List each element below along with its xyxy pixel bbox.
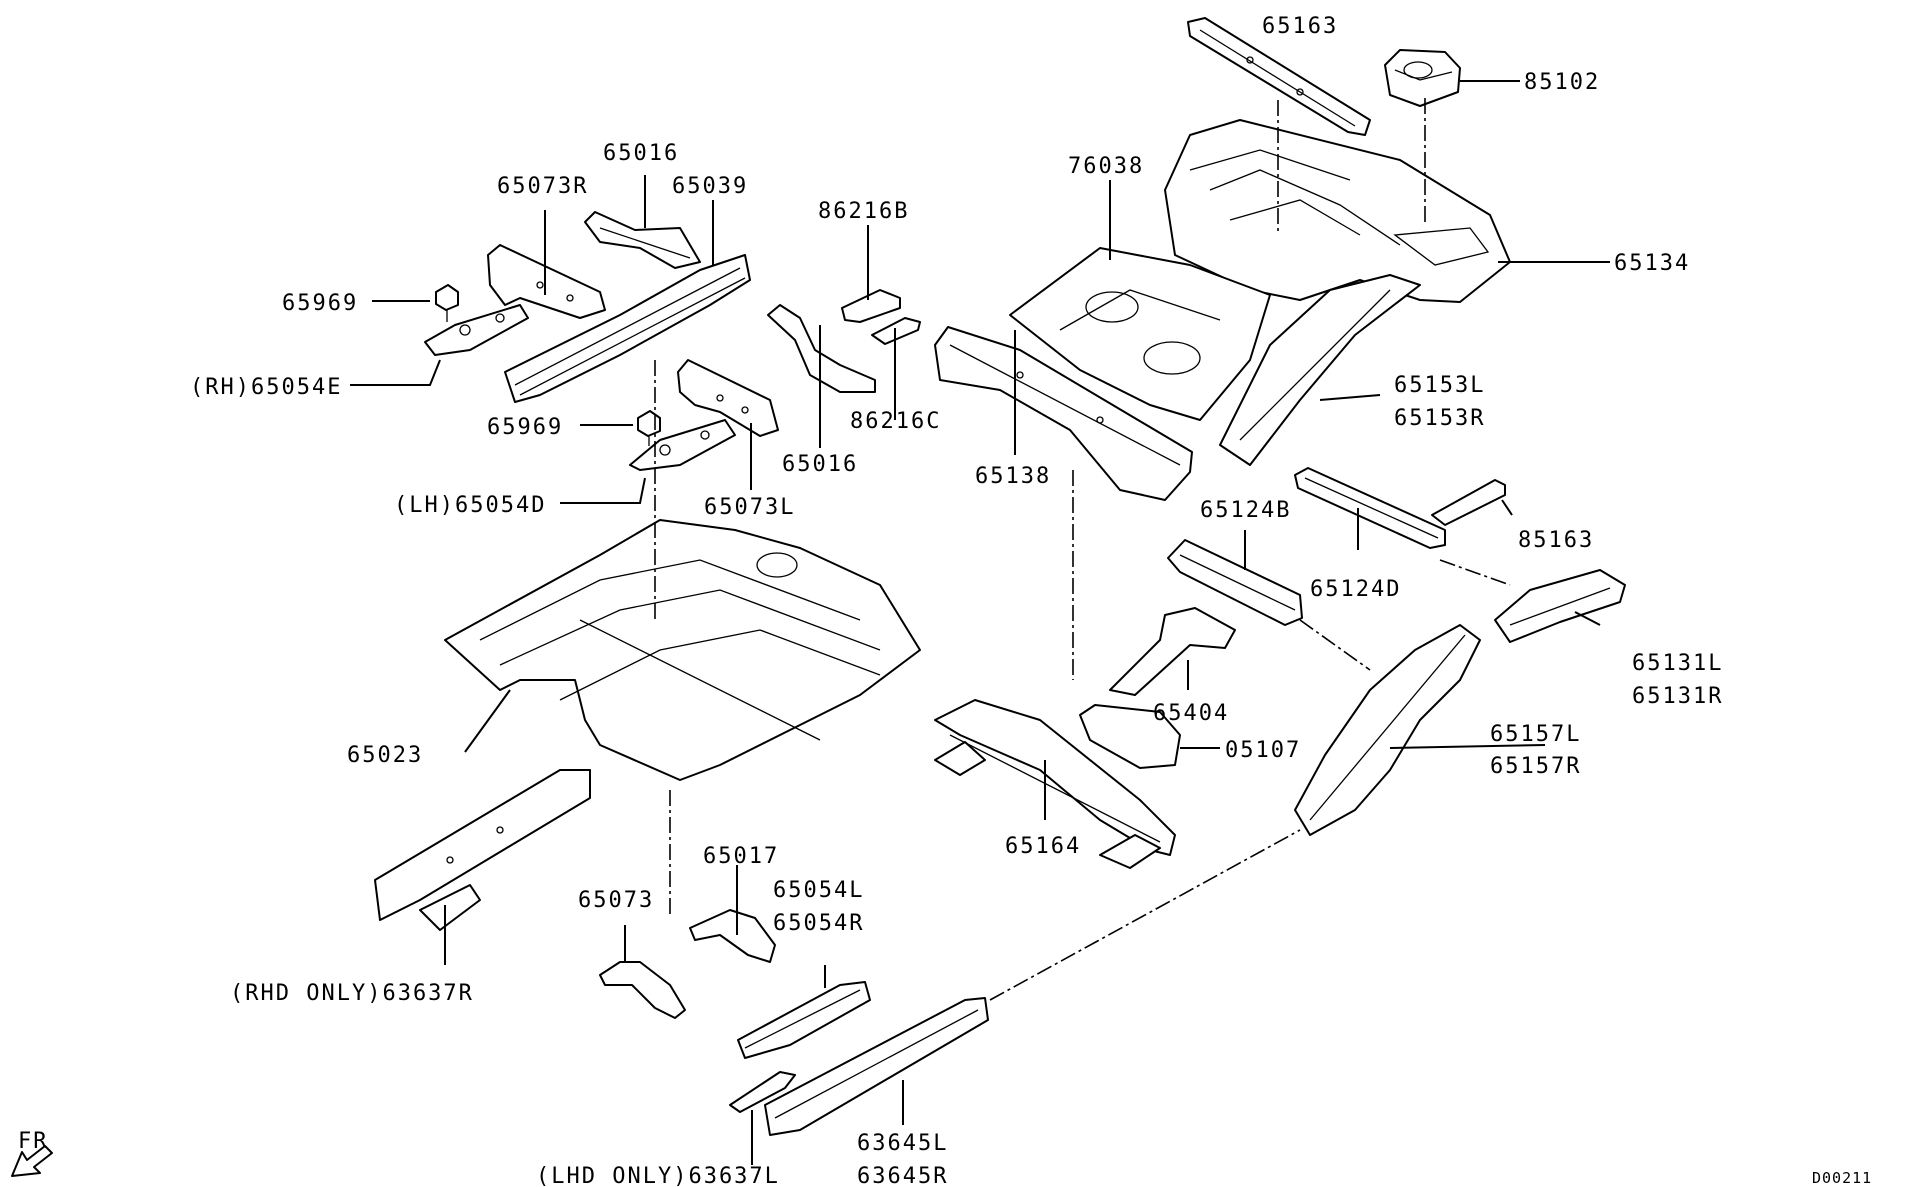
label-65054E: (RH)65054E xyxy=(190,375,342,400)
label-65073R: 65073R xyxy=(497,174,588,199)
label-65163: 65163 xyxy=(1262,14,1338,39)
label-65131R: 65131R xyxy=(1632,684,1723,709)
part-65131[interactable] xyxy=(1494,569,1626,643)
label-65153L: 65153L xyxy=(1394,373,1485,398)
part-65073R[interactable] xyxy=(487,244,606,319)
alignment-line-6 xyxy=(989,829,1301,1001)
alignment-line-4 xyxy=(1439,559,1511,586)
part-65124B[interactable] xyxy=(1167,539,1303,626)
part-85163[interactable] xyxy=(1431,479,1506,526)
label-65016-mid: 65016 xyxy=(782,452,858,477)
label-65131L: 65131L xyxy=(1632,651,1723,676)
diagram-code: D00211 xyxy=(1812,1169,1872,1187)
alignment-line-5 xyxy=(1299,619,1371,671)
part-65073[interactable] xyxy=(599,961,686,1019)
part-65039[interactable] xyxy=(504,254,751,403)
label-65054D: (LH)65054D xyxy=(394,493,546,518)
part-65164[interactable] xyxy=(934,699,1176,869)
label-65404: 65404 xyxy=(1153,701,1229,726)
label-65134: 65134 xyxy=(1614,251,1690,276)
leader-lines xyxy=(350,80,1610,1165)
part-65023[interactable] xyxy=(444,519,921,781)
part-63637L[interactable] xyxy=(729,1071,796,1113)
part-65153[interactable] xyxy=(1219,274,1421,466)
label-65164: 65164 xyxy=(1005,834,1081,859)
part-86216B[interactable] xyxy=(841,289,901,323)
label-65054L: 65054L xyxy=(773,878,864,903)
part-65969-top[interactable] xyxy=(435,284,459,322)
label-86216B: 86216B xyxy=(818,199,909,224)
label-65157L: 65157L xyxy=(1490,722,1581,747)
label-65073: 65073 xyxy=(578,888,654,913)
part-63637R[interactable] xyxy=(374,769,591,931)
label-65023: 65023 xyxy=(347,743,423,768)
part-65017[interactable] xyxy=(689,909,776,963)
label-63645R: 63645R xyxy=(857,1164,948,1187)
label-65073L: 65073L xyxy=(704,495,795,520)
arrow-down-left-icon xyxy=(11,1145,53,1177)
part-65138[interactable] xyxy=(934,326,1193,501)
part-76038[interactable] xyxy=(1009,247,1271,421)
label-65969-top: 65969 xyxy=(282,291,358,316)
label-65124D: 65124D xyxy=(1310,577,1401,602)
label-85102: 85102 xyxy=(1524,70,1600,95)
part-65073L[interactable] xyxy=(677,359,779,437)
part-85102[interactable] xyxy=(1384,49,1461,107)
part-65404[interactable] xyxy=(1109,607,1236,696)
label-65054R: 65054R xyxy=(773,911,864,936)
label-63637L: (LHD ONLY)63637L xyxy=(536,1164,780,1187)
label-63637R: (RHD ONLY)63637R xyxy=(230,981,474,1006)
label-65016-top: 65016 xyxy=(603,141,679,166)
part-65969-mid[interactable] xyxy=(637,410,661,446)
label-63645L: 63645L xyxy=(857,1131,948,1156)
label-65124B: 65124B xyxy=(1200,498,1291,523)
label-05107: 05107 xyxy=(1225,738,1301,763)
label-65138: 65138 xyxy=(975,464,1051,489)
part-65054D[interactable] xyxy=(629,419,736,471)
part-65054E[interactable] xyxy=(424,304,529,356)
label-65017: 65017 xyxy=(703,844,779,869)
part-63645[interactable] xyxy=(764,997,989,1136)
label-65969-mid: 65969 xyxy=(487,415,563,440)
part-65016-top[interactable] xyxy=(584,211,701,269)
part-65163[interactable] xyxy=(1187,17,1371,136)
part-05107[interactable] xyxy=(1079,704,1181,769)
label-86216C: 86216C xyxy=(850,409,941,434)
label-65039: 65039 xyxy=(672,174,748,199)
label-85163: 85163 xyxy=(1518,528,1594,553)
part-65016-mid[interactable] xyxy=(767,304,876,393)
part-65124D[interactable] xyxy=(1294,467,1446,549)
part-65054[interactable] xyxy=(737,981,871,1059)
part-65157[interactable] xyxy=(1294,624,1481,836)
label-76038: 76038 xyxy=(1068,154,1144,179)
label-65157R: 65157R xyxy=(1490,754,1581,779)
label-65153R: 65153R xyxy=(1394,406,1485,431)
